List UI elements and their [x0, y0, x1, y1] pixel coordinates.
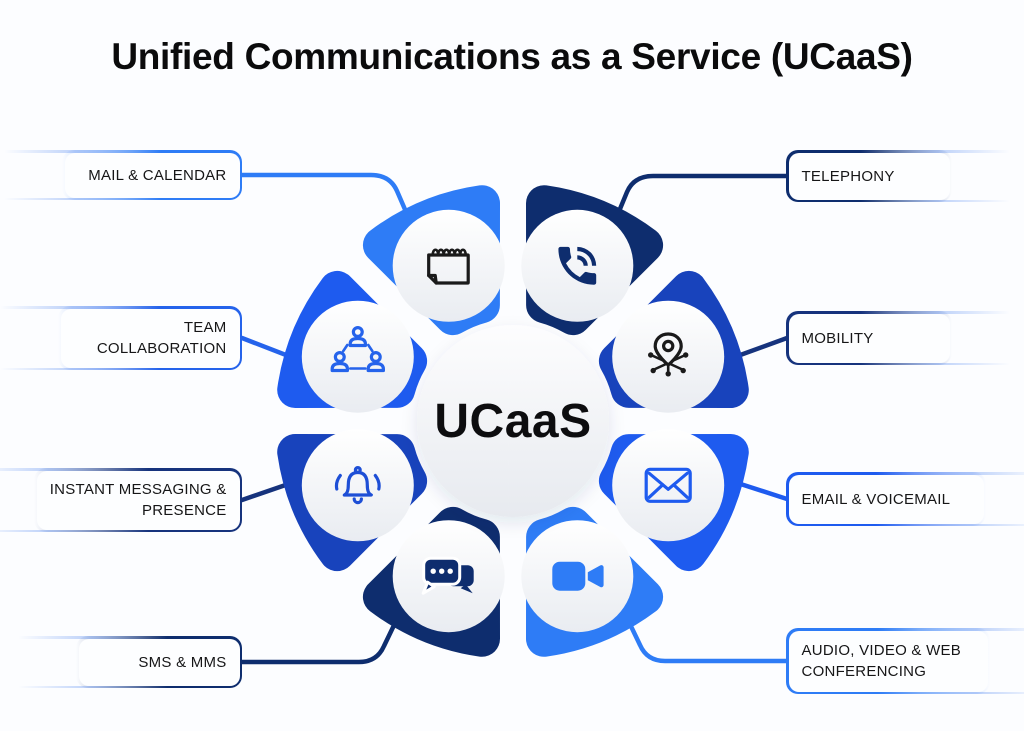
- label-audio-video-web: AUDIO, VIDEO & WEB CONFERENCING: [786, 628, 1024, 694]
- team-icon: [330, 326, 385, 373]
- label-email-voicemail: EMAIL & VOICEMAIL: [786, 472, 1024, 526]
- center-label: UCaaS: [434, 395, 591, 448]
- connector-telephony: [612, 173, 790, 224]
- icon-circle-team: [301, 300, 414, 413]
- phone-in-talk-icon: [558, 246, 597, 285]
- label-telephony-text: TELEPHONY: [801, 167, 895, 185]
- chat-bubbles-icon: [421, 556, 474, 595]
- icon-circle-instant-messaging: [301, 429, 414, 542]
- icon-circle-email: [612, 429, 725, 542]
- bell-icon: [334, 466, 381, 505]
- label-instant-messaging: INSTANT MESSAGING & PRESENCE: [0, 468, 242, 532]
- calendar-icon: [427, 248, 470, 285]
- connector-audio-video-web: [625, 617, 790, 664]
- label-team-collaboration-text: TEAM COLLABORATION: [96, 319, 227, 357]
- envelope-icon: [644, 467, 692, 503]
- label-instant-messaging-text: INSTANT MESSAGING & PRESENCE: [49, 481, 227, 519]
- icon-circle-mobility: [612, 300, 725, 413]
- icon-circle-telephony: [521, 209, 634, 322]
- label-mail-calendar-text: MAIL & CALENDAR: [88, 166, 227, 184]
- label-sms-mms: SMS & MMS: [18, 636, 242, 688]
- label-team-collaboration: TEAM COLLABORATION: [0, 306, 242, 370]
- connector-mail-calendar: [239, 172, 413, 224]
- page-title: Unified Communications as a Service (UCa…: [111, 36, 913, 77]
- video-camera-icon: [552, 561, 604, 591]
- label-mail-calendar: MAIL & CALENDAR: [4, 150, 242, 200]
- label-audio-video-web-text: AUDIO, VIDEO & WEB CONFERENCING: [801, 642, 962, 680]
- label-mobility: MOBILITY: [786, 311, 1010, 365]
- icon-circle-mail: [392, 209, 505, 322]
- label-email-voicemail-text: EMAIL & VOICEMAIL: [801, 490, 951, 508]
- connector-sms-mms: [239, 616, 400, 665]
- location-network-icon: [648, 332, 689, 377]
- label-telephony: TELEPHONY: [786, 150, 1010, 202]
- center-circle: [417, 325, 609, 517]
- label-mobility-text: MOBILITY: [801, 329, 874, 347]
- label-sms-mms-text: SMS & MMS: [138, 653, 227, 671]
